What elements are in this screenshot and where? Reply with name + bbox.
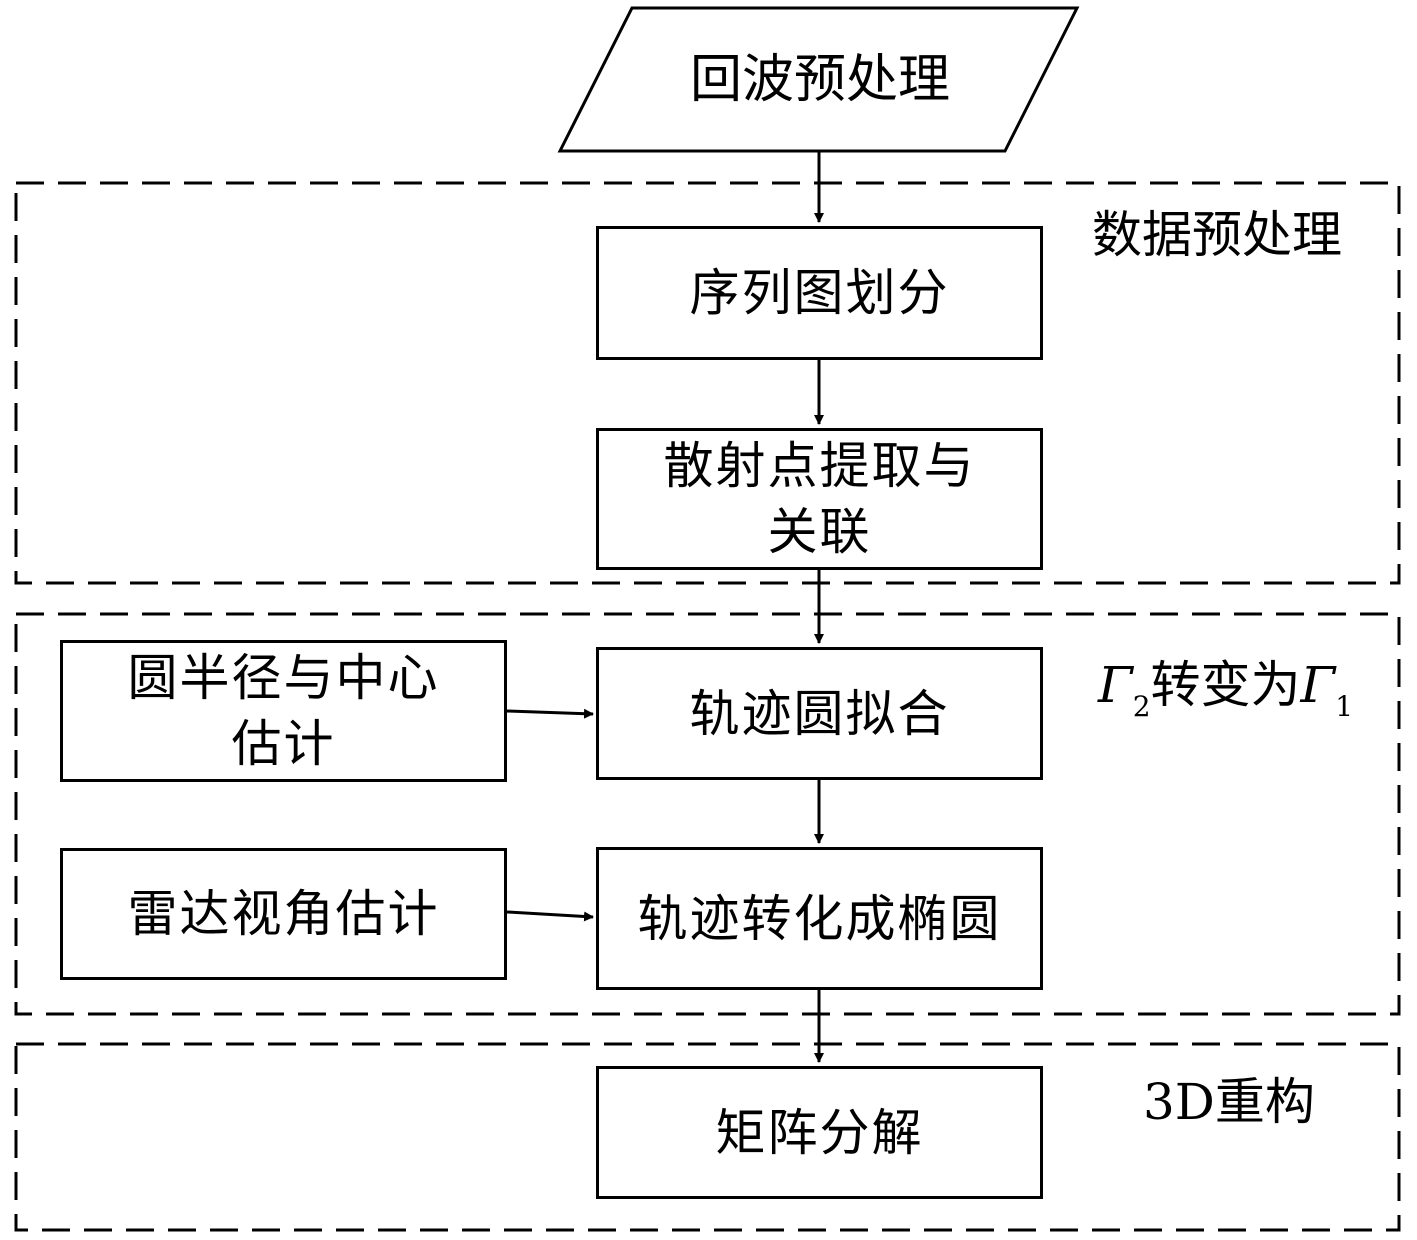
node-label-line-2: 估计 (231, 715, 336, 773)
input-label: 回波预处理 (689, 50, 950, 110)
node-label: 雷达视角估计 (127, 885, 440, 943)
gamma-symbol: Γ (1300, 656, 1336, 714)
gamma-symbol: Γ (1098, 656, 1133, 714)
arrow-radar-to-ellipse (506, 910, 594, 922)
node-sequence-split: 序列图划分 (596, 226, 1043, 360)
gamma-subscript-from: 2 (1132, 690, 1151, 723)
region-label-transform: Γ2转变为Γ1 (1098, 655, 1353, 723)
arrow-circle-to-fit (506, 708, 594, 719)
node-scatter-extract: 散射点提取与 关联 (596, 428, 1043, 570)
node-circle-estimate: 圆半径与中心 估计 (60, 640, 507, 782)
transform-middle-text: 转变为 (1150, 656, 1301, 714)
region-transform (14, 612, 1401, 1016)
node-trajectory-to-ellipse: 轨迹转化成椭圆 (596, 847, 1043, 990)
node-label: 矩阵分解 (715, 1103, 924, 1162)
gamma-subscript-to: 1 (1335, 690, 1354, 723)
region-label-reconstruct: 3D重构 (1143, 1073, 1315, 1131)
node-label-line-1: 散射点提取与 (663, 437, 976, 495)
node-label: 轨迹圆拟合 (689, 684, 950, 743)
node-label: 轨迹转化成椭圆 (637, 889, 1002, 948)
node-matrix-decompose: 矩阵分解 (596, 1066, 1043, 1199)
region-label-data-preprocess: 数据预处理 (1092, 206, 1342, 264)
input-parallelogram (557, 6, 1080, 153)
node-trajectory-circle-fit: 轨迹圆拟合 (596, 647, 1043, 780)
node-label-line-1: 圆半径与中心 (127, 649, 440, 707)
node-label: 序列图划分 (689, 264, 950, 322)
node-radar-view-estimate: 雷达视角估计 (60, 848, 507, 980)
region-data-preprocess (14, 181, 1401, 585)
region-reconstruct (14, 1042, 1401, 1232)
node-label-line-2: 关联 (767, 503, 872, 561)
